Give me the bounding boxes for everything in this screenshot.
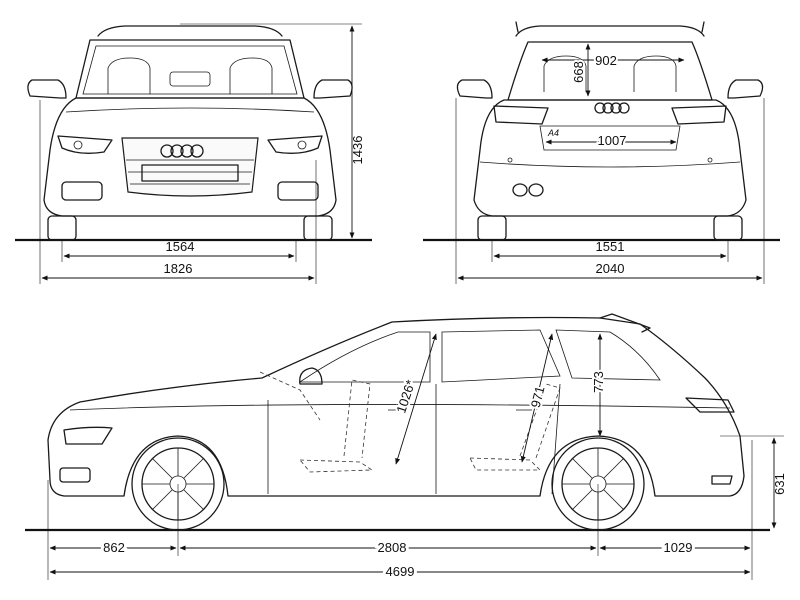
front-view: 1436 1564 1826 — [15, 23, 372, 284]
front-seat-right — [229, 57, 273, 94]
rear-sensor-1 — [507, 157, 513, 163]
side-rear-headroom-dim — [520, 333, 554, 463]
side-rear-window — [441, 329, 561, 383]
rear-view: A4 902 668 1007 1551 2040 — [423, 21, 780, 284]
side-steering-wheel — [259, 371, 321, 421]
rear-glass-height-label: 668 — [571, 61, 586, 83]
front-left-foglight — [61, 181, 103, 201]
side-mirror — [299, 367, 323, 385]
rear-right-taillight — [671, 105, 727, 125]
front-right-headlight — [267, 135, 323, 154]
front-audi-rings — [160, 144, 204, 158]
side-foglight — [59, 467, 91, 483]
side-overall-length-label: 4699 — [386, 564, 415, 579]
side-rear-seat — [469, 383, 561, 471]
side-front-overhang-label: 862 — [103, 540, 125, 555]
front-height-label: 1436 — [350, 136, 365, 165]
side-view: 1026* 971 773 631 862 2808 1029 4699 — [25, 313, 787, 582]
front-width-label: 1826 — [164, 261, 193, 276]
side-cargo-height-label: 773 — [591, 371, 606, 393]
side-rear-overhang-label: 1029 — [664, 540, 693, 555]
side-roof-spoiler — [599, 313, 651, 333]
rear-sensor-2 — [707, 157, 713, 163]
front-left-tire — [47, 215, 77, 241]
rear-left-mirror — [456, 79, 493, 99]
front-seat-left — [107, 57, 151, 94]
side-exhaust — [711, 475, 733, 485]
rear-right-mirror — [727, 79, 764, 99]
rear-load-width-label: 1007 — [598, 133, 627, 148]
rear-width-label: 2040 — [596, 261, 625, 276]
side-front-headroom-label: 1026* — [393, 378, 418, 415]
front-grille-slats — [126, 159, 254, 185]
front-right-tire — [303, 215, 333, 241]
rear-exhaust-left — [512, 183, 528, 197]
front-hood-line — [65, 107, 315, 113]
side-quarter-window — [555, 329, 661, 381]
rear-body — [473, 99, 747, 217]
front-windshield-inner — [82, 45, 298, 95]
side-door-lines — [267, 383, 561, 495]
side-headlight — [63, 426, 113, 445]
front-right-foglight — [277, 181, 319, 201]
side-wheelbase-label: 2808 — [378, 540, 407, 555]
rear-seat-right — [633, 55, 677, 92]
rear-track-label: 1551 — [596, 239, 625, 254]
rear-window — [507, 41, 713, 101]
front-left-headlight — [57, 135, 113, 154]
rear-roof — [515, 25, 705, 37]
side-body — [47, 316, 745, 497]
front-windshield — [75, 39, 305, 99]
rear-audi-rings — [594, 102, 630, 114]
rear-exhaust-right — [528, 183, 544, 197]
rear-model-badge: A4 — [547, 128, 559, 138]
rear-left-tire — [477, 215, 507, 241]
rear-bumper-line — [479, 161, 741, 168]
rear-roof-rails — [515, 21, 705, 33]
front-right-headlight-lens — [297, 140, 307, 150]
front-right-mirror — [313, 79, 353, 99]
front-license-plate — [141, 164, 239, 182]
rear-tailgate-panel — [539, 125, 681, 151]
side-front-seat — [299, 379, 374, 473]
side-front-window — [298, 331, 431, 383]
front-track-label: 1564 — [166, 239, 195, 254]
front-left-mirror — [27, 79, 67, 99]
rear-left-taillight — [493, 105, 549, 125]
front-rearview-mirror — [169, 71, 211, 87]
side-front-headroom-dim — [395, 333, 437, 465]
front-roof — [97, 25, 283, 37]
rear-glass-width-label: 902 — [595, 53, 617, 68]
rear-right-tire — [713, 215, 743, 241]
side-character-line — [69, 404, 731, 411]
front-left-headlight-lens — [73, 140, 83, 150]
side-taillight — [685, 397, 735, 413]
side-bumper-height-label: 631 — [772, 473, 787, 495]
